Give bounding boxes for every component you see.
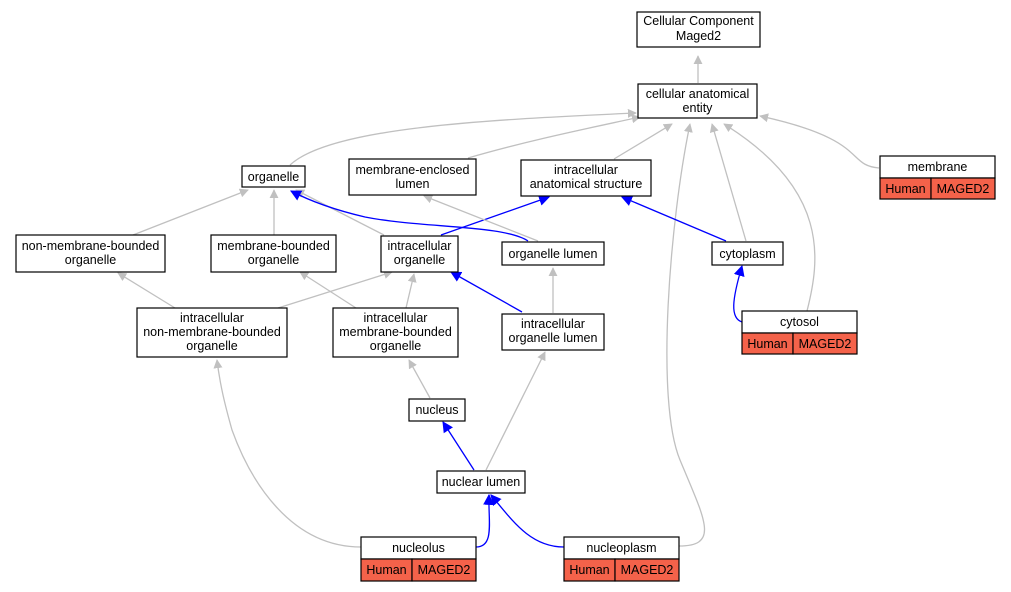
node-label-line: membrane-bounded (217, 239, 330, 253)
node-label-line: cytosol (780, 315, 819, 329)
node-intracellular-organelle[interactable]: intracellular organelle (380, 235, 459, 273)
node-label-line: entity (683, 101, 714, 115)
edge-nuclear-lumen-to-intracellular-organelle-lumen (485, 351, 546, 471)
node-intracellular-membrane-bounded-organelle[interactable]: intracellular membrane-bounded organelle (332, 307, 459, 358)
edge-nuclear-lumen-to-nucleus (442, 421, 475, 471)
node-label-line: nucleoplasm (586, 541, 656, 555)
edge-organelle-lumen-to-organelle (290, 190, 529, 242)
edges-layer (117, 55, 880, 548)
node-label-line: Maged2 (676, 29, 721, 43)
annotation-row: Human MAGED2 (879, 177, 996, 200)
edge-intracellular-organelle-to-organelle (295, 189, 385, 236)
edge-nucleolus-to-intracellular-non-membrane-bounded-organelle (213, 359, 362, 548)
edge-intracellular-non-membrane-bounded-organelle-to-non-membrane-bounded-organelle (117, 272, 176, 309)
node-label-line: organelle (65, 253, 116, 267)
edge-intracellular-non-membrane-bounded-organelle-to-intracellular-organelle (277, 270, 393, 309)
node-nucleus[interactable]: nucleus (408, 398, 466, 422)
node-label-line: anatomical structure (530, 177, 643, 191)
edge-non-membrane-bounded-organelle-to-organelle (132, 188, 249, 236)
node-label-line: intracellular (364, 311, 428, 325)
edge-cytosol-to-cellular-anatomical-entity (723, 123, 816, 312)
edge-intracellular-organelle-to-intracellular-anatomical-structure (440, 195, 551, 236)
edge-nucleolus-to-nuclear-lumen (475, 493, 495, 548)
node-label-line: non-membrane-bounded (143, 325, 281, 339)
node-intracellular-organelle-lumen[interactable]: intracellular organelle lumen (501, 313, 605, 351)
node-label-line: intracellular (554, 163, 618, 177)
annotation-gene: MAGED2 (418, 563, 471, 577)
node-organelle[interactable]: organelle (241, 165, 306, 188)
annotation-gene: MAGED2 (799, 337, 852, 351)
edge-membrane-enclosed-lumen-to-cellular-anatomical-entity (467, 114, 641, 159)
node-label-line: organelle lumen (509, 247, 598, 261)
annotation-gene: MAGED2 (621, 563, 674, 577)
edge-cytosol-to-cytoplasm (733, 264, 745, 323)
node-label-line: membrane-bounded (339, 325, 452, 339)
edge-membrane-to-cellular-anatomical-entity (759, 113, 880, 169)
node-label-line: nuclear lumen (442, 475, 521, 489)
node-label-line: organelle (370, 339, 421, 353)
node-label-line: non-membrane-bounded (22, 239, 160, 253)
edge-cytoplasm-to-cellular-anatomical-entity (709, 123, 747, 242)
node-label-line: nucleus (415, 403, 458, 417)
node-membrane-bounded-organelle[interactable]: membrane-bounded organelle (210, 234, 337, 273)
node-label-line: organelle (248, 253, 299, 267)
node-label-line: Cellular Component (643, 14, 754, 28)
node-intracellular-non-membrane-bounded-organelle[interactable]: intracellular non-membrane-bounded organ… (136, 307, 288, 358)
node-membrane-enclosed-lumen[interactable]: membrane-enclosed lumen (348, 158, 477, 196)
annotation-gene: MAGED2 (937, 182, 990, 196)
node-label-line: nucleolus (392, 541, 445, 555)
edge-intracellular-anatomical-structure-to-cellular-anatomical-entity (613, 123, 673, 160)
edge-intracellular-organelle-lumen-to-intracellular-organelle (450, 271, 523, 313)
node-label-line: membrane-enclosed (356, 163, 470, 177)
node-cytosol[interactable]: cytosol Human MAGED2 (741, 310, 858, 355)
node-cytoplasm[interactable]: cytoplasm (711, 241, 784, 266)
edge-organelle-to-cellular-anatomical-entity (289, 108, 637, 166)
annotation-row: Human MAGED2 (563, 558, 680, 582)
node-nuclear-lumen[interactable]: nuclear lumen (436, 470, 526, 494)
node-label-line: membrane (908, 160, 968, 174)
annotation-species: Human (366, 563, 406, 577)
edge-nucleus-to-intracellular-membrane-bounded-organelle (408, 359, 431, 399)
edge-intracellular-membrane-bounded-organelle-to-membrane-bounded-organelle (299, 271, 357, 309)
node-label-line: organelle (394, 253, 445, 267)
edge-nucleoplasm-to-cellular-anatomical-entity (666, 123, 706, 547)
node-cellular-anatomical-entity[interactable]: cellular anatomical entity (637, 83, 758, 119)
edge-nucleoplasm-to-nuclear-lumen (490, 494, 565, 548)
node-label-line: lumen (395, 177, 429, 191)
annotation-row: Human MAGED2 (360, 558, 477, 582)
node-label-line: cellular anatomical (646, 87, 750, 101)
node-nucleolus[interactable]: nucleolus Human MAGED2 (360, 536, 477, 582)
node-organelle-lumen[interactable]: organelle lumen (501, 241, 605, 266)
annotation-species: Human (885, 182, 925, 196)
node-label-line: intracellular (521, 317, 585, 331)
node-membrane[interactable]: membrane Human MAGED2 (879, 155, 996, 200)
node-label-line: intracellular (388, 239, 452, 253)
edge-organelle-lumen-to-membrane-enclosed-lumen (423, 194, 539, 242)
node-non-membrane-bounded-organelle[interactable]: non-membrane-bounded organelle (15, 234, 166, 273)
nodes-layer: Cellular Component Maged2 cellular anato… (15, 11, 996, 582)
node-label-line: organelle (186, 339, 237, 353)
edge-intracellular-membrane-bounded-organelle-to-intracellular-organelle (405, 273, 417, 309)
node-label-line: intracellular (180, 311, 244, 325)
node-intracellular-anatomical-structure[interactable]: intracellular anatomical structure (520, 159, 652, 197)
node-label-line: organelle lumen (509, 331, 598, 345)
node-nucleoplasm[interactable]: nucleoplasm Human MAGED2 (563, 536, 680, 582)
annotation-species: Human (747, 337, 787, 351)
annotation-species: Human (569, 563, 609, 577)
node-label-line: cytoplasm (719, 247, 775, 261)
edge-cytoplasm-to-intracellular-anatomical-structure (620, 195, 727, 242)
node-label-line: organelle (248, 170, 299, 184)
annotation-row: Human MAGED2 (741, 332, 858, 355)
node-cellular-component-maged2[interactable]: Cellular Component Maged2 (636, 11, 761, 48)
